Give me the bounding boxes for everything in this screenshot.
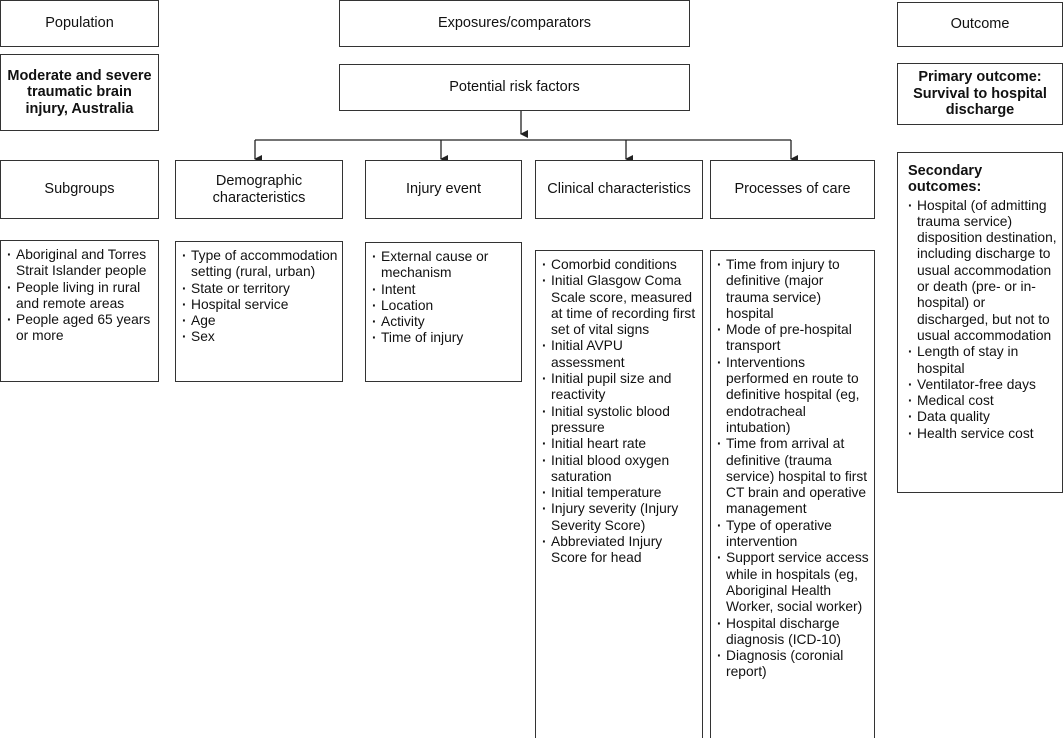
subgroups-list: Aboriginal and Torres Strait Islander pe…: [0, 240, 159, 382]
population-main: Moderate and severe traumatic brain inju…: [0, 54, 159, 131]
list-item: Initial systolic blood pressure: [542, 404, 698, 437]
clinical-header: Clinical characteristics: [535, 160, 703, 219]
exposures-header: Exposures/comparators: [339, 0, 690, 47]
list-item: Activity: [372, 314, 517, 330]
primary-outcome: Primary outcome: Survival to hospital di…: [897, 63, 1063, 125]
list-item: Age: [182, 313, 338, 329]
list-item: Diagnosis (coronial report): [717, 648, 870, 681]
list-item: Mode of pre-hospital transport: [717, 322, 870, 355]
list-item: Time from injury to definitive (major tr…: [717, 257, 870, 322]
list-item: Interventions performed en route to defi…: [717, 355, 870, 436]
list-item: Initial blood oxygen saturation: [542, 453, 698, 486]
injury-event-list: External cause or mechanismIntentLocatio…: [365, 242, 522, 382]
list-item: Time from arrival at definitive (trauma …: [717, 436, 870, 517]
list-item: Initial pupil size and reactivity: [542, 371, 698, 404]
list-item: Intent: [372, 282, 517, 298]
processes-header: Processes of care: [710, 160, 875, 219]
demographic-header: Demographic characteristics: [175, 160, 343, 219]
list-item: Ventilator-free days: [908, 377, 1058, 393]
list-item: Type of operative intervention: [717, 518, 870, 551]
list-item: External cause or mechanism: [372, 249, 517, 282]
list-item: Hospital (of admitting trauma service) d…: [908, 198, 1058, 345]
demographic-list: Type of accommodation setting (rural, ur…: [175, 241, 343, 382]
list-item: People aged 65 years or more: [7, 312, 154, 345]
list-item: State or territory: [182, 281, 338, 297]
list-item: People living in rural and remote areas: [7, 280, 154, 313]
list-item: Location: [372, 298, 517, 314]
list-item: Comorbid conditions: [542, 257, 698, 273]
population-header: Population: [0, 0, 159, 47]
list-item: Type of accommodation setting (rural, ur…: [182, 248, 338, 281]
potential-risk-factors: Potential risk factors: [339, 64, 690, 111]
list-item: Medical cost: [908, 393, 1058, 409]
outcome-header: Outcome: [897, 2, 1063, 47]
list-item: Initial AVPU assessment: [542, 338, 698, 371]
list-item: Initial heart rate: [542, 436, 698, 452]
secondary-outcomes: Secondary outcomes: Hospital (of admitti…: [897, 152, 1063, 493]
injury-event-header: Injury event: [365, 160, 522, 219]
list-item: Initial Glasgow Coma Scale score, measur…: [542, 273, 698, 338]
list-item: Hospital service: [182, 297, 338, 313]
list-item: Initial temperature: [542, 485, 698, 501]
list-item: Hospital discharge diagnosis (ICD-10): [717, 616, 870, 649]
list-item: Data quality: [908, 409, 1058, 425]
list-item: Injury severity (Injury Severity Score): [542, 501, 698, 534]
list-item: Support service access while in hospital…: [717, 550, 870, 615]
secondary-outcomes-title: Secondary outcomes:: [908, 163, 983, 196]
processes-list: Time from injury to definitive (major tr…: [710, 250, 875, 738]
subgroups-header: Subgroups: [0, 160, 159, 219]
clinical-list: Comorbid conditionsInitial Glasgow Coma …: [535, 250, 703, 738]
list-item: Aboriginal and Torres Strait Islander pe…: [7, 247, 154, 280]
list-item: Health service cost: [908, 426, 1058, 442]
list-item: Sex: [182, 329, 338, 345]
list-item: Time of injury: [372, 330, 517, 346]
list-item: Length of stay in hospital: [908, 344, 1058, 377]
list-item: Abbreviated Injury Score for head: [542, 534, 698, 567]
